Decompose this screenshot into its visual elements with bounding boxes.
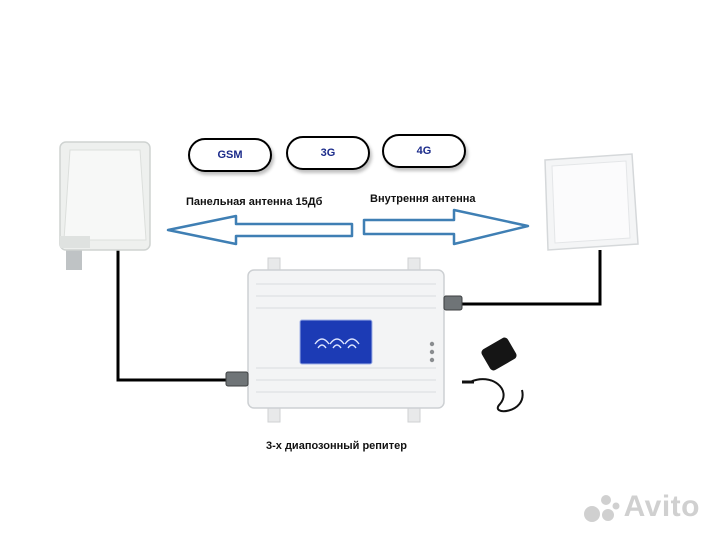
repeater-screen [299, 319, 373, 365]
cable-outdoor-to-repeater [116, 248, 234, 382]
outdoor-panel-antenna [59, 141, 151, 270]
cable-repeater-to-indoor [462, 250, 602, 306]
power-adapter [462, 337, 524, 413]
repeater-unit [225, 257, 463, 423]
indoor-antenna-label: Внутрення антенна [370, 193, 476, 205]
arrow-right [362, 208, 530, 246]
band-pill-4g: 4G [382, 134, 466, 168]
band-pill-3g: 3G [286, 136, 370, 170]
avito-watermark-text: Avito [623, 490, 700, 523]
outdoor-antenna-label: Панельная антенна 15Дб [186, 196, 323, 208]
band-pill-gsm: GSM [188, 138, 272, 172]
arrow-left [166, 214, 354, 246]
avito-logo-icon [583, 495, 620, 522]
repeater-label: 3-х диапозонный репитер [266, 440, 407, 452]
indoor-antenna [544, 153, 639, 251]
avito-watermark: Avito [583, 490, 700, 524]
signal-icon [314, 338, 360, 349]
